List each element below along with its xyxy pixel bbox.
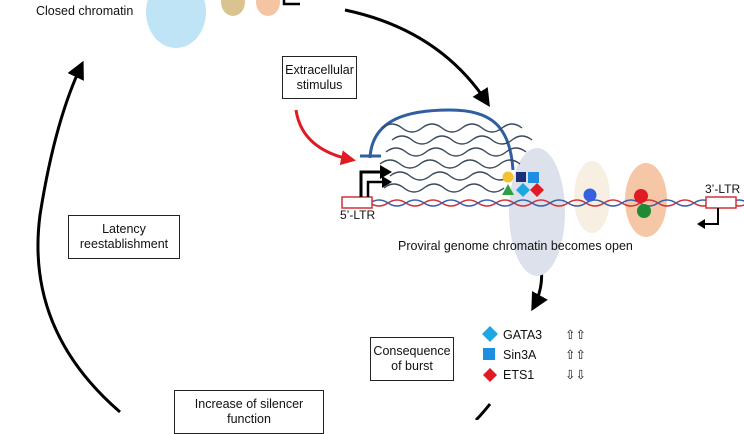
top-dna-hook bbox=[282, 0, 300, 6]
bottom-arrow-stub bbox=[474, 403, 492, 420]
consequence-box: Consequence of burst bbox=[370, 337, 454, 381]
legend-sin3a-name: Sin3A bbox=[503, 348, 537, 362]
ltr-3-label: 3’-LTR bbox=[705, 182, 741, 196]
legend-ets1-change: ⇩⇩ bbox=[565, 367, 586, 382]
consequence-line1: Consequence bbox=[373, 344, 451, 358]
tf-blue-diamond bbox=[516, 183, 530, 197]
latency-line1: Latency bbox=[102, 222, 146, 236]
tf-red-diamond bbox=[530, 183, 544, 197]
ltr-5-label: 5’-LTR bbox=[340, 208, 376, 222]
ltr-5-box bbox=[341, 196, 373, 209]
extracellular-stimulus-line1: Extracellular bbox=[285, 62, 354, 77]
silencer-box: Increase of silencer function bbox=[174, 390, 324, 434]
tf-red-circle bbox=[634, 189, 648, 203]
tf-green-circle bbox=[637, 204, 651, 218]
nucleosome-tan-top bbox=[221, 0, 245, 16]
legend-gata3-name: GATA3 bbox=[503, 328, 543, 342]
closed-chromatin-label: Closed chromatin bbox=[36, 4, 134, 18]
cycle-arrow-top bbox=[344, 8, 490, 108]
tf-blue-square bbox=[528, 172, 539, 183]
dna-strand-blue bbox=[351, 199, 744, 207]
diagram-svg bbox=[36, 0, 744, 420]
legend-sin3a: Sin3A ⇧⇧ bbox=[503, 347, 586, 362]
legend-gata3: GATA3 ⇧⇧ bbox=[503, 327, 586, 342]
consequence-line2: of burst bbox=[391, 359, 433, 373]
ltr-3-box bbox=[705, 196, 737, 209]
promoter-arrow-5b bbox=[366, 180, 383, 197]
legend-ets1-marker bbox=[483, 368, 497, 382]
rna-wave bbox=[385, 147, 527, 157]
legend-sin3a-marker bbox=[483, 348, 495, 360]
rna-wave bbox=[379, 159, 521, 169]
open-chromatin-shadow bbox=[509, 148, 565, 276]
open-chromatin-label: Proviral genome chromatin becomes open bbox=[398, 239, 633, 253]
rna-wave bbox=[389, 171, 511, 181]
latency-line2: reestablishment bbox=[79, 237, 169, 251]
extracellular-stimulus-box: Extracellular stimulus bbox=[282, 56, 357, 99]
promoter-arrowhead-5b bbox=[382, 176, 392, 188]
legend-ets1-name: ETS1 bbox=[503, 368, 535, 382]
latency-box: Latency reestablishment bbox=[68, 215, 180, 259]
promoter-arrowhead-5 bbox=[380, 165, 392, 179]
tf-blue-circle bbox=[583, 188, 597, 202]
tf-navy-square bbox=[516, 172, 526, 182]
legend-ets1: ETS1 ⇩⇩ bbox=[503, 367, 586, 382]
silencer-line1: Increase of silencer bbox=[194, 397, 304, 411]
stimulus-arrow bbox=[294, 109, 356, 166]
cycle-arrow-left bbox=[36, 60, 121, 414]
extracellular-stimulus-line2: stimulus bbox=[296, 77, 343, 92]
tf-green-triangle bbox=[502, 184, 514, 195]
diagram-canvas: Closed chromatin Extracellular stimulus … bbox=[36, 0, 744, 434]
rna-wave bbox=[383, 183, 505, 193]
rna-wave bbox=[381, 123, 523, 133]
promoter-arrow-5 bbox=[359, 170, 380, 197]
legend-gata3-change: ⇧⇧ bbox=[565, 327, 586, 342]
promoter-arrowhead-3 bbox=[697, 219, 705, 229]
nucleosome-light-blue bbox=[146, 0, 206, 48]
promoter-arrow-3 bbox=[704, 208, 719, 225]
rna-wave bbox=[391, 135, 533, 145]
nucleosome-peach-top bbox=[256, 0, 280, 16]
legend-gata3-marker bbox=[482, 326, 498, 342]
tf-yellow-circle bbox=[502, 171, 514, 183]
repression-arc bbox=[368, 108, 515, 171]
legend-sin3a-change: ⇧⇧ bbox=[565, 347, 586, 362]
